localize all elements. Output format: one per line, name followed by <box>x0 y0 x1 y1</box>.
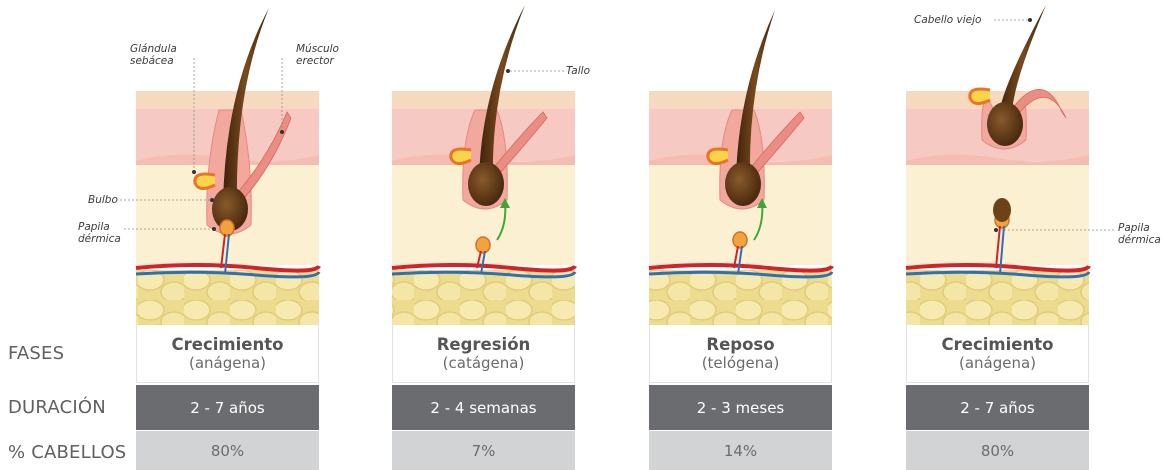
duration-cell-2: 2 - 4 semanas <box>392 385 575 430</box>
annotation-bulbo: Bulbo <box>88 194 118 206</box>
phase-subtitle: (anágena) <box>959 354 1036 372</box>
duration-cell-4: 2 - 7 años <box>906 385 1089 430</box>
annotation-musculo-erector: Músculo erector <box>296 43 339 67</box>
dermal-papilla <box>220 220 234 236</box>
phase-cell-reposo: Reposo (telógena) <box>649 325 832 383</box>
epidermis-top-layer <box>392 91 575 109</box>
phase-cell-crecimiento-1: Crecimiento (anágena) <box>136 325 319 383</box>
sebaceous-gland <box>708 149 728 164</box>
leader-glandula-dot <box>192 170 196 174</box>
phase-name: Crecimiento <box>942 335 1054 354</box>
row-label-cabellos: % CABELLOS <box>8 442 126 463</box>
annotation-tallo: Tallo <box>566 65 590 77</box>
annotation-papila-dermica-1: Papila dérmica <box>78 221 121 245</box>
sebaceous-gland <box>970 89 990 104</box>
phase-name: Reposo <box>706 335 774 354</box>
sebaceous-gland <box>451 149 471 164</box>
epidermis-top-layer <box>136 91 319 109</box>
artery <box>136 265 319 271</box>
percent-cell-3: 14% <box>649 431 832 470</box>
percent-cell-4: 80% <box>906 431 1089 470</box>
phase-cell-regresion: Regresión (catágena) <box>392 325 575 383</box>
leader-bulbo-dot <box>210 198 214 202</box>
hair-bulb <box>987 102 1023 146</box>
percent-cell-2: 7% <box>392 431 575 470</box>
annotation-cabello-viejo: Cabello viejo <box>914 14 981 26</box>
new-hair-bulb <box>993 198 1011 222</box>
duration-cell-1: 2 - 7 años <box>136 385 319 430</box>
skin-panel-2 <box>392 5 575 325</box>
annotation-glandula-sebacea: Glándula sebácea <box>130 43 177 67</box>
phase-cell-crecimiento-2: Crecimiento (anágena) <box>906 325 1089 383</box>
skin-panel-4 <box>906 5 1089 325</box>
phase-subtitle: (telógena) <box>702 354 780 372</box>
row-label-duracion: DURACIÓN <box>8 397 106 418</box>
artery <box>906 265 1089 271</box>
leader-tallo-dot <box>506 69 510 73</box>
leader-musculo-dot <box>280 130 284 134</box>
annotation-papila-dermica-2: Papila dérmica <box>1118 222 1161 246</box>
sebaceous-gland <box>195 174 215 189</box>
phase-name: Crecimiento <box>172 335 284 354</box>
artery <box>649 265 832 271</box>
phase-subtitle: (catágena) <box>443 354 525 372</box>
leader-papila-2-dot <box>994 228 998 232</box>
row-label-fases: FASES <box>8 343 64 364</box>
hair-bulb <box>725 162 761 206</box>
dermal-papilla <box>733 232 747 248</box>
leader-cabello-viejo-dot <box>1028 18 1032 22</box>
dermal-papilla <box>476 237 490 253</box>
leader-papila-1-dot <box>212 227 216 231</box>
hair-bulb <box>468 162 504 206</box>
epidermis-top-layer <box>649 91 832 109</box>
phase-name: Regresión <box>437 335 531 354</box>
duration-cell-3: 2 - 3 meses <box>649 385 832 430</box>
phase-subtitle: (anágena) <box>189 354 266 372</box>
skin-panel-3 <box>649 10 832 325</box>
percent-cell-1: 80% <box>136 431 319 470</box>
artery <box>392 265 575 271</box>
